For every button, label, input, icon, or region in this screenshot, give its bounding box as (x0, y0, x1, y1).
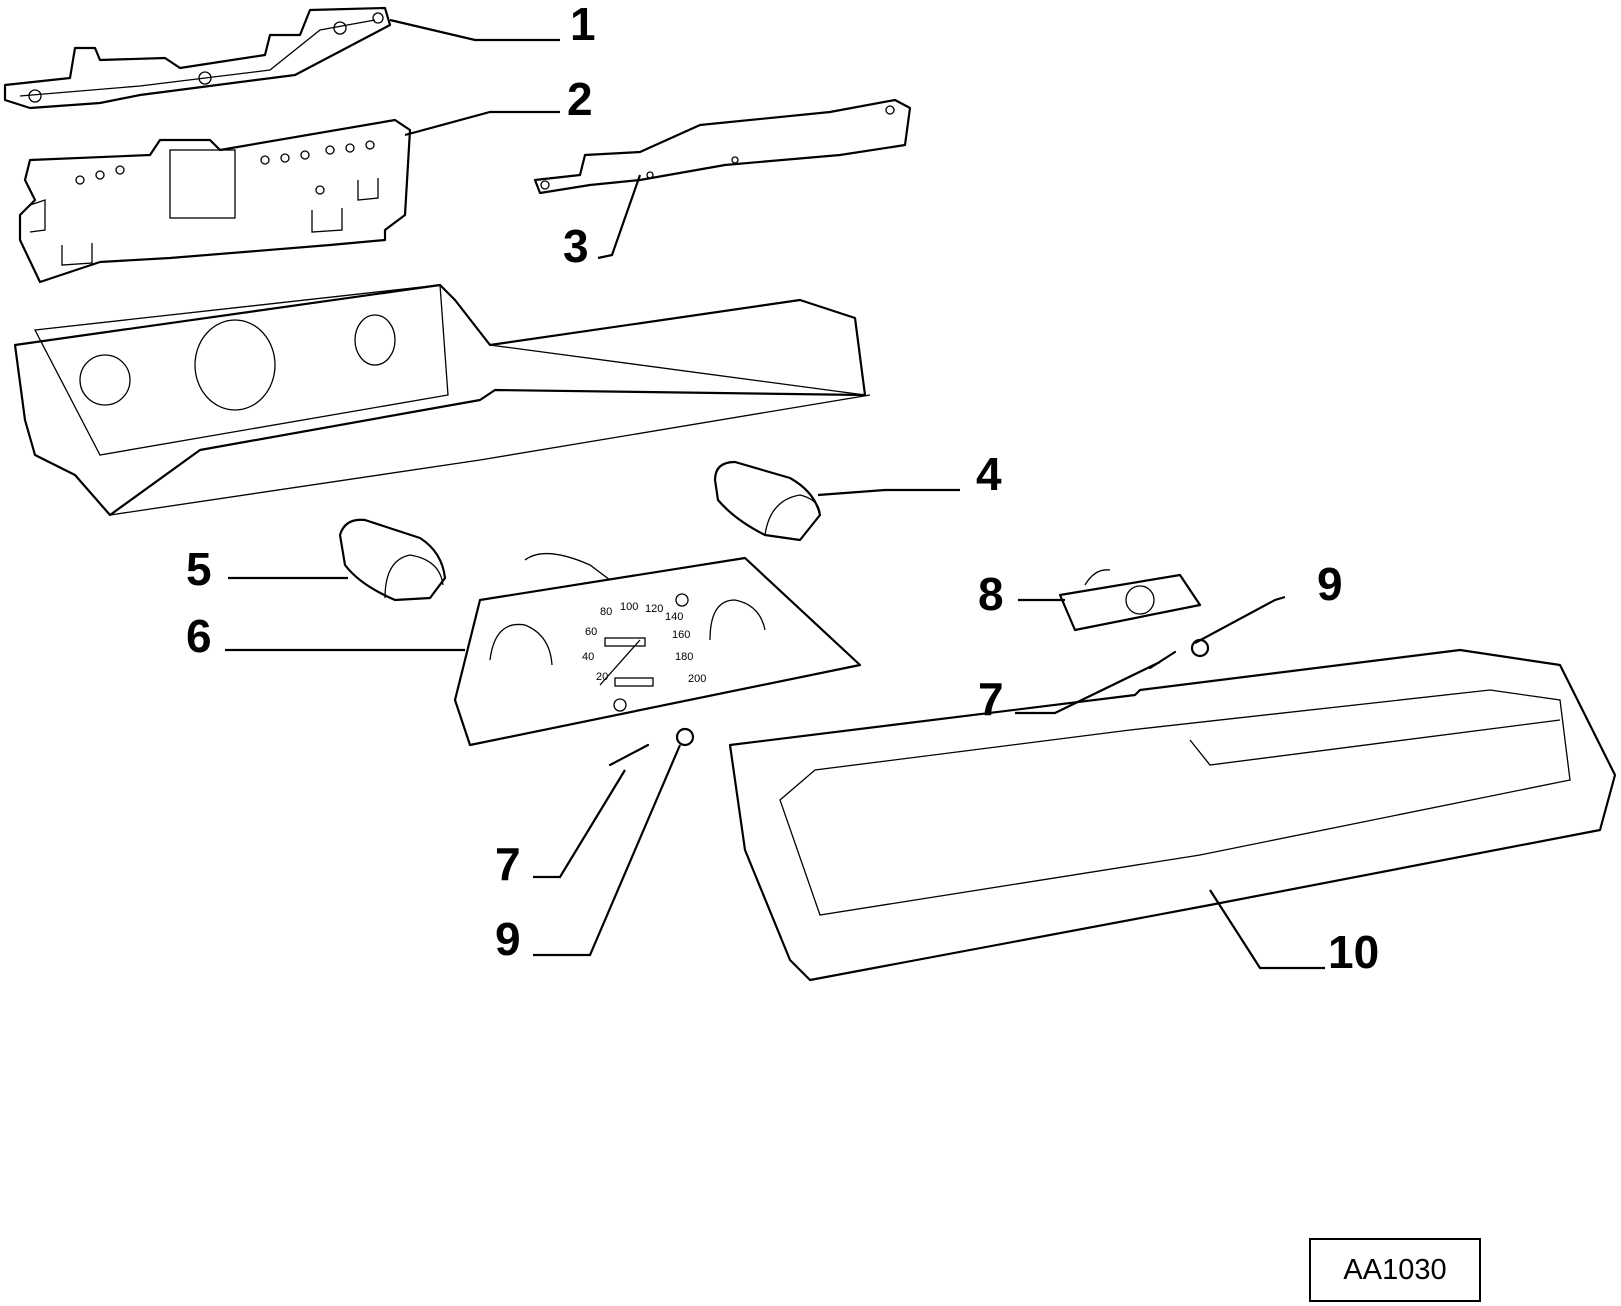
callout-5: 5 (186, 543, 212, 595)
dial-tick-80: 80 (600, 606, 612, 618)
leader-lines (225, 18, 1325, 970)
dial-tick-20: 20 (596, 671, 608, 683)
callout-7-lower: 7 (495, 838, 521, 890)
dial-tick-40: 40 (582, 651, 594, 663)
reference-code-box: AA1030 (1309, 1238, 1481, 1302)
part-9-socket-upper (1190, 638, 1210, 658)
callout-9-lower: 9 (495, 913, 521, 965)
part-2-circuit-board (18, 118, 412, 284)
callout-7-upper: 7 (978, 673, 1004, 725)
callout-3: 3 (563, 220, 589, 272)
part-8-clock (1058, 569, 1202, 632)
dial-tick-120: 120 (645, 603, 663, 615)
callout-2: 2 (567, 73, 593, 125)
part-5-gauge (338, 518, 447, 602)
part-6-dial-panel: 20 40 60 80 100 120 140 160 180 200 (453, 552, 862, 747)
callout-8: 8 (978, 568, 1004, 620)
callout-4: 4 (976, 448, 1002, 500)
dial-tick-160: 160 (672, 629, 690, 641)
reference-code: AA1030 (1343, 1253, 1447, 1286)
callout-6: 6 (186, 610, 212, 662)
part-3-bracket-strip (533, 98, 912, 195)
callout-1: 1 (570, 0, 596, 50)
dial-tick-200: 200 (688, 673, 706, 685)
callout-10: 10 (1328, 926, 1379, 978)
part-4-gauge (713, 460, 822, 542)
part-1-circuit-strip (3, 6, 392, 110)
part-7-bulb-lower (608, 743, 650, 767)
part-9-socket-lower (675, 727, 695, 747)
callout-9-upper: 9 (1317, 558, 1343, 610)
dial-tick-60: 60 (585, 626, 597, 638)
dial-tick-100: 100 (620, 601, 638, 613)
part-10-bezel (728, 648, 1617, 982)
instrument-housing (13, 283, 871, 517)
dial-tick-140: 140 (665, 611, 683, 623)
dial-tick-180: 180 (675, 651, 693, 663)
